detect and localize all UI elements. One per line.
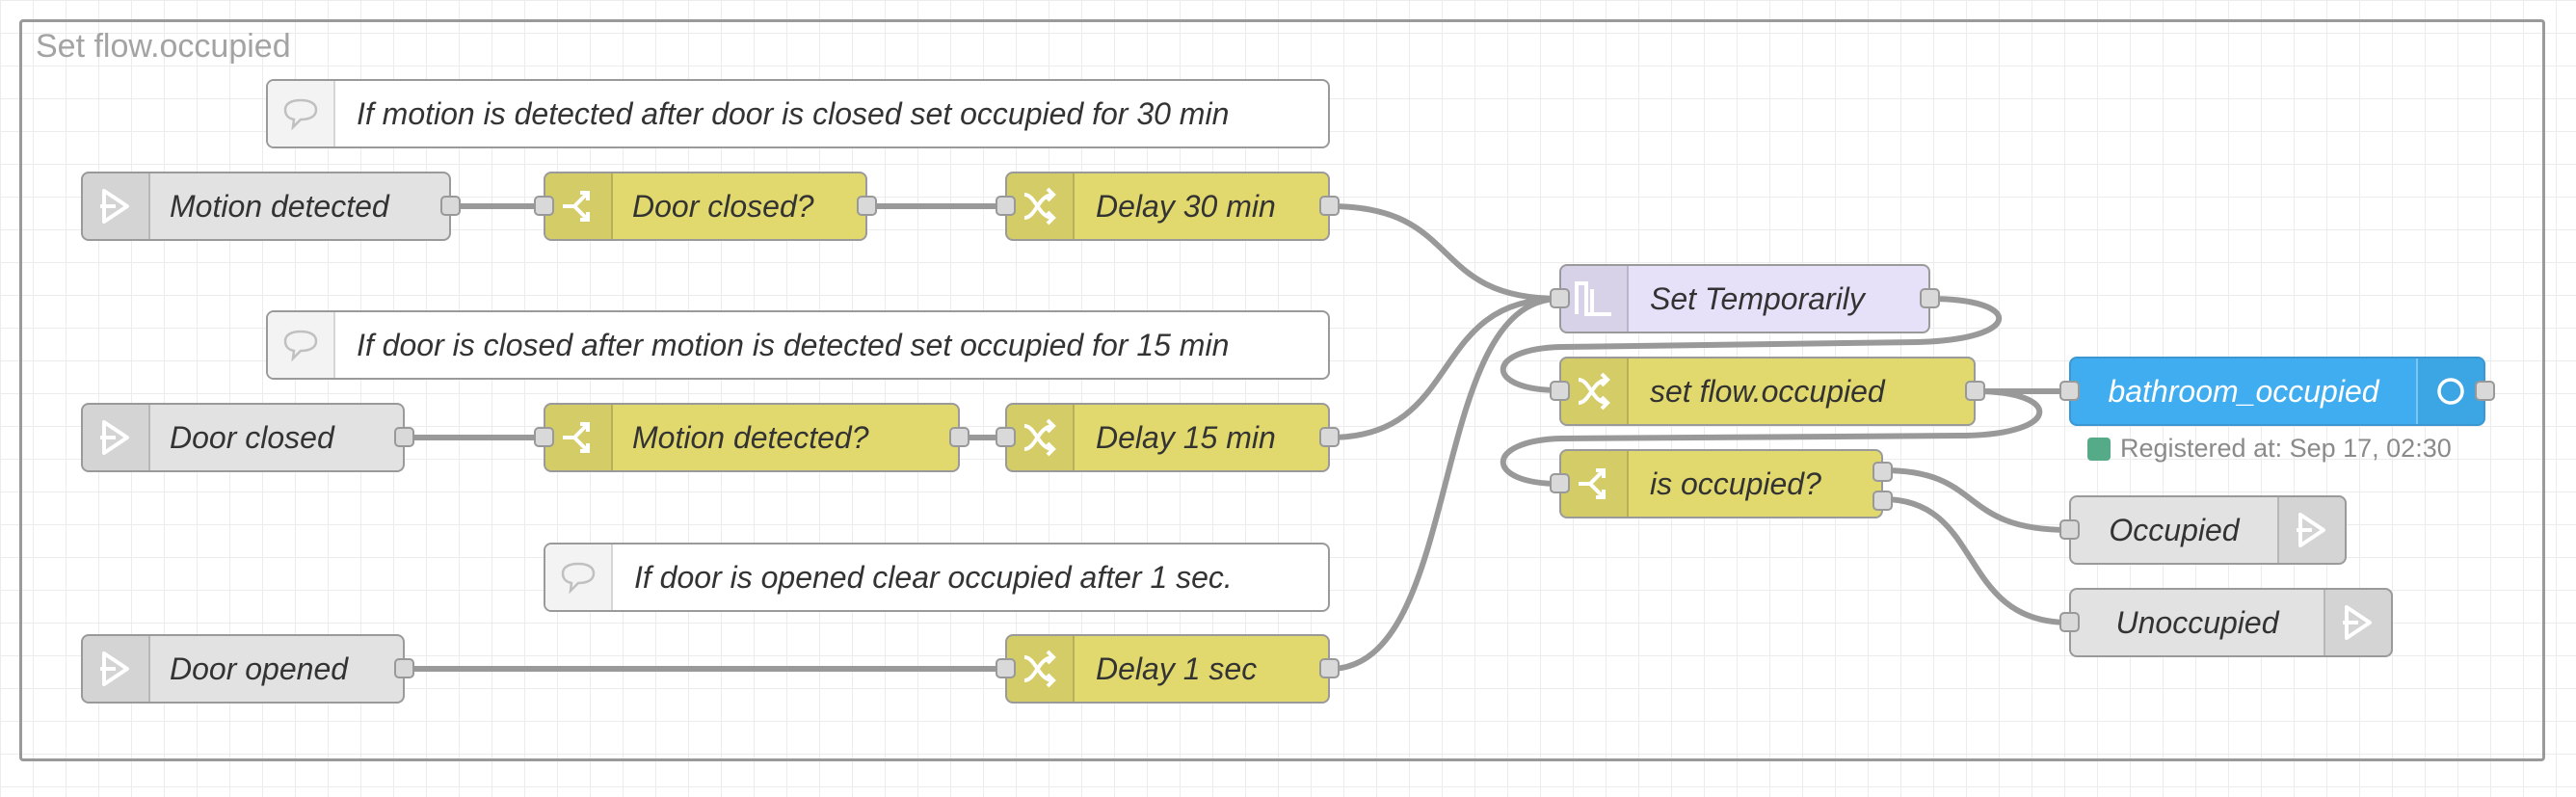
node-label: Motion detected? — [632, 419, 869, 455]
output-port[interactable] — [1319, 427, 1340, 447]
comment-node[interactable]: If door is closed after motion is detect… — [266, 310, 1330, 380]
comment-text: If motion is detected after door is clos… — [357, 95, 1230, 131]
ha-event-icon — [83, 173, 150, 239]
output-port[interactable] — [1965, 381, 1985, 401]
input-port[interactable] — [996, 196, 1016, 216]
output-node-occupied[interactable]: Occupied — [2059, 495, 2347, 565]
input-port[interactable] — [1550, 381, 1570, 401]
input-port[interactable] — [1550, 473, 1570, 493]
node-label: Occupied — [2109, 512, 2240, 547]
change-node-set-flow-occupied[interactable]: set flow.occupied — [1550, 357, 1985, 426]
switch-icon — [545, 405, 613, 470]
ha-event-icon — [2277, 497, 2345, 563]
event-node-door-opened[interactable]: Door opened — [81, 634, 414, 704]
output-port[interactable] — [1872, 491, 1893, 511]
input-port[interactable] — [2059, 519, 2080, 540]
event-node-motion-detected[interactable]: Motion detected — [81, 172, 461, 241]
wire — [1500, 388, 2043, 487]
wire — [1329, 203, 1560, 302]
node-label: Delay 30 min — [1096, 188, 1276, 224]
output-port[interactable] — [949, 427, 969, 447]
delay-node-15-min[interactable]: Delay 15 min — [996, 403, 1340, 472]
status-badge: Registered at: Sep 17, 02:30 — [2087, 434, 2452, 464]
comment-text: If door is opened clear occupied after 1… — [634, 559, 1233, 595]
wire — [1882, 467, 2070, 533]
output-node-unoccupied[interactable]: Unoccupied — [2059, 588, 2393, 657]
shuffle-icon — [1007, 636, 1075, 702]
output-port[interactable] — [857, 196, 877, 216]
output-port[interactable] — [394, 658, 414, 678]
event-node-door-closed[interactable]: Door closed — [81, 403, 414, 472]
output-port[interactable] — [440, 196, 461, 216]
delay-node-1-sec[interactable]: Delay 1 sec — [996, 634, 1340, 704]
node-label: Unoccupied — [2115, 604, 2279, 640]
status-text: Registered at: Sep 17, 02:30 — [2120, 434, 2452, 463]
speech-bubble-icon — [268, 81, 335, 146]
wire — [1329, 296, 1560, 672]
speech-bubble-icon — [268, 312, 335, 378]
output-port[interactable] — [1319, 196, 1340, 216]
comment-node[interactable]: If door is opened clear occupied after 1… — [544, 543, 1330, 612]
node-label: is occupied? — [1650, 465, 1821, 501]
output-port[interactable] — [1319, 658, 1340, 678]
node-label: bathroom_occupied — [2108, 373, 2379, 409]
output-port[interactable] — [2475, 381, 2495, 401]
comment-text: If door is closed after motion is detect… — [357, 327, 1230, 362]
wire — [1329, 296, 1560, 440]
output-port[interactable] — [1872, 462, 1893, 482]
entity-node-bathroom-occupied[interactable]: bathroom_occupied — [2059, 357, 2495, 426]
switch-icon — [545, 173, 613, 239]
ha-event-icon — [83, 636, 150, 702]
node-label: set flow.occupied — [1650, 373, 1885, 409]
input-port[interactable] — [2059, 612, 2080, 632]
trigger-pulse-icon — [1561, 266, 1629, 332]
switch-node-is-occupied[interactable]: is occupied? — [1550, 449, 1893, 518]
trigger-node-set-temporarily[interactable]: Set Temporarily — [1550, 264, 1940, 333]
delay-node-30-min[interactable]: Delay 30 min — [996, 172, 1340, 241]
speech-bubble-icon — [545, 545, 613, 610]
input-port[interactable] — [534, 196, 554, 216]
switch-node-motion-detected[interactable]: Motion detected? — [534, 403, 969, 472]
ha-event-icon — [83, 405, 150, 470]
node-label: Delay 15 min — [1096, 419, 1276, 455]
flow-group[interactable]: Set flow.occupied — [19, 19, 2545, 761]
status-dot — [2087, 437, 2111, 461]
input-port[interactable] — [2059, 381, 2080, 401]
shuffle-icon — [1007, 173, 1075, 239]
input-port[interactable] — [1550, 288, 1570, 308]
comment-node[interactable]: If motion is detected after door is clos… — [266, 79, 1330, 148]
shuffle-icon — [1561, 359, 1629, 424]
node-label: Delay 1 sec — [1096, 651, 1258, 686]
wire — [1500, 296, 2003, 393]
node-label: Door opened — [170, 651, 349, 686]
group-label: Set flow.occupied — [36, 28, 291, 65]
node-label: Door closed? — [632, 188, 814, 224]
node-label: Set Temporarily — [1650, 280, 1865, 316]
node-label: Door closed — [170, 419, 334, 455]
node-label: Motion detected — [170, 188, 389, 224]
output-port[interactable] — [394, 427, 414, 447]
switch-node-door-closed[interactable]: Door closed? — [534, 172, 877, 241]
wire — [1882, 496, 2070, 625]
output-port[interactable] — [1920, 288, 1940, 308]
ha-event-icon — [2324, 590, 2391, 655]
input-port[interactable] — [996, 427, 1016, 447]
shuffle-icon — [1007, 405, 1075, 470]
input-port[interactable] — [996, 658, 1016, 678]
input-port[interactable] — [534, 427, 554, 447]
circle-icon — [2416, 359, 2483, 424]
switch-icon — [1561, 451, 1629, 517]
